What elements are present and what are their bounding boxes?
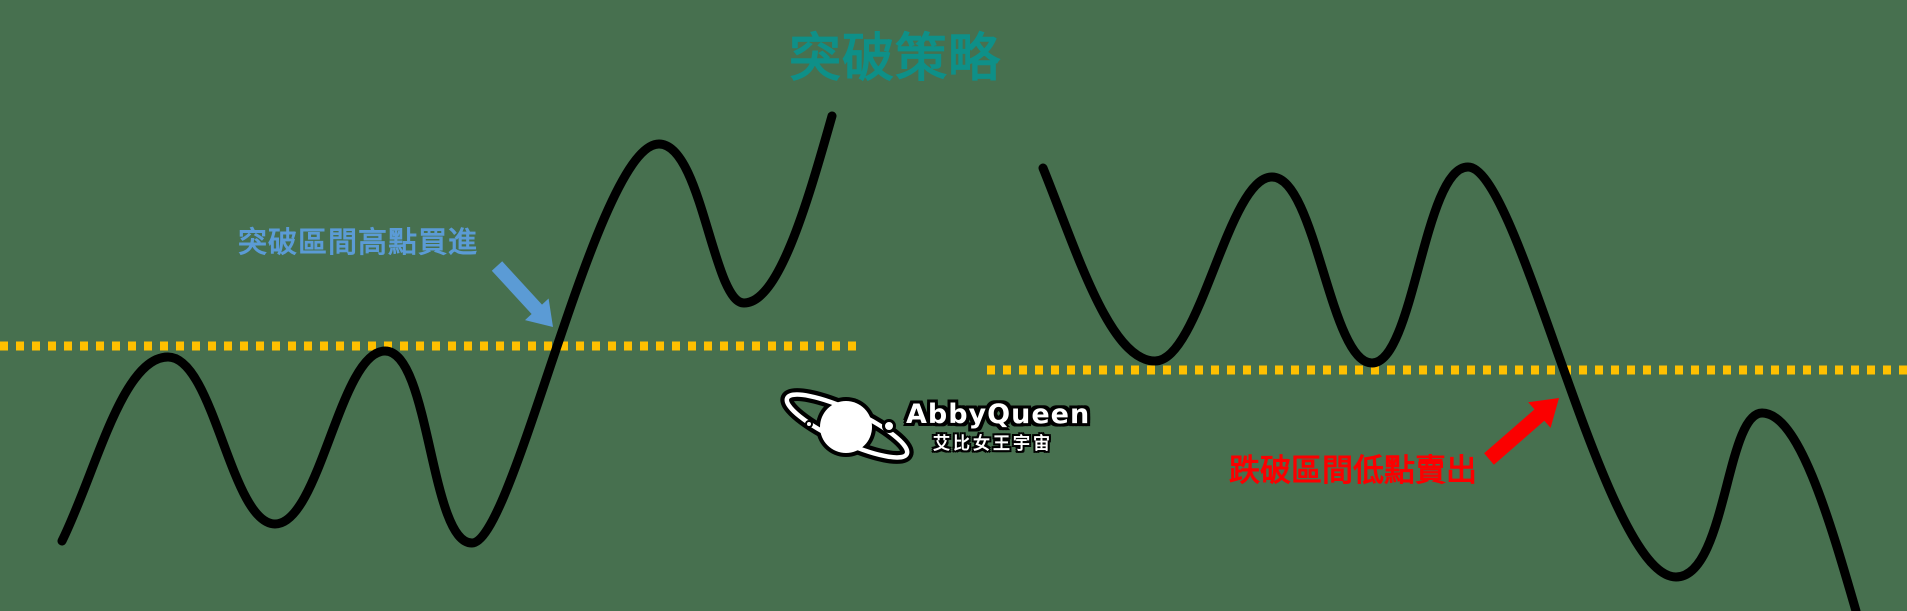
page-title: 突破策略 [788,29,1002,89]
saturn-icon [780,388,914,464]
buy-arrow-icon [491,261,553,327]
logo-subtitle-text: 艾比女王宇宙 [933,434,1053,454]
sell-annotation-label: 跌破區間低點賣出 [1229,453,1477,489]
logo-brand-text: AbbyQueen [906,399,1091,430]
buy-annotation-label: 突破區間高點買進 [238,225,479,259]
right-price-curve [1038,162,1861,611]
sell-arrow-icon [1484,398,1559,465]
left-price-curve [57,111,837,548]
